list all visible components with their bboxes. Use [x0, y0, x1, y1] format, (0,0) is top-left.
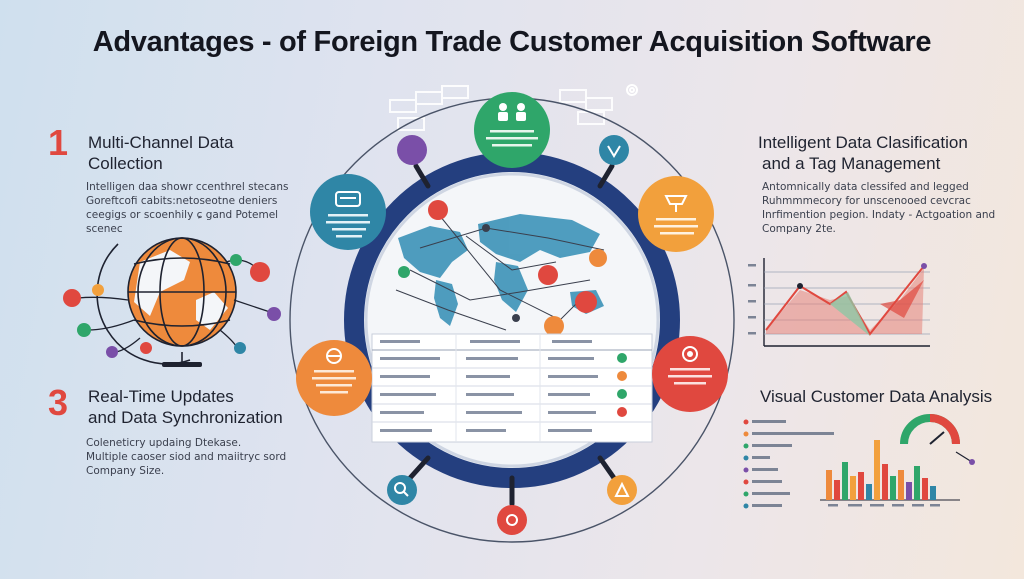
database-icon — [335, 191, 361, 207]
node-top-green — [474, 92, 550, 168]
search-icon — [387, 475, 417, 505]
people-icon — [498, 103, 526, 121]
node-left-teal — [310, 174, 386, 250]
area-chart-illustration — [748, 258, 930, 347]
section-1-number: 1 — [48, 122, 69, 163]
section-1-title-line2: Collection — [88, 154, 163, 173]
chart-icon — [682, 346, 698, 362]
section-3-title-line2: and Data Synchronization — [88, 408, 283, 427]
section-3-body-line: Multiple caoser siod and maiitryc sord — [86, 451, 287, 463]
section-2-body-line: Company 2te. — [762, 223, 836, 235]
globe-icon — [326, 348, 342, 364]
section-3-title: Real-Time Updates and Data Synchronizati… — [88, 386, 283, 428]
section-1-body-line: Goreftcofi cabits:netoseotne deniers — [86, 195, 278, 207]
section-1-body-line: ceegigs or scoenhily ɕ gand Potemel — [86, 209, 279, 221]
section-2-body-line: Ruhmmmecory for unscenooed cevcrac — [762, 195, 971, 207]
node-small-red-bottom — [497, 505, 527, 535]
section-1-body: Intelligen daa showr ccenthrel stecans G… — [86, 180, 296, 236]
node-right-orange — [638, 176, 714, 252]
section-2-body-line: Antomnically data clessifed and legged — [762, 181, 969, 193]
section-2-title-line2: and a Tag Management — [762, 154, 941, 173]
section-3-number: 3 — [48, 382, 69, 423]
section-4-title: Visual Customer Data Analysis — [760, 387, 993, 406]
gear-icon — [626, 84, 638, 96]
section-1-title-line1: Multi-Channel Data — [88, 133, 234, 152]
tag-icon — [664, 195, 688, 212]
map-nodes — [398, 200, 607, 336]
alert-icon — [607, 475, 637, 505]
section-2-body: Antomnically data clessifed and legged R… — [762, 180, 1002, 236]
legend-list — [743, 419, 834, 509]
section-3-body-line: Coleneticry updaing Dtekase. — [86, 437, 242, 449]
node-left-orange — [296, 340, 372, 416]
node-small-teal — [599, 135, 629, 165]
node-small-purple — [397, 135, 427, 165]
connector-spokes — [407, 163, 617, 507]
section-3-body: Coleneticry updaing Dtekase. Multiple ca… — [86, 436, 306, 478]
data-table — [371, 333, 653, 443]
section-1-title: Multi-Channel Data Collection — [88, 132, 234, 174]
globe-illustration — [63, 237, 281, 367]
section-2-body-line: Inrfimention pegion. Indaty - Actgoation… — [762, 209, 996, 221]
section-3-body-line: Company Size. — [86, 465, 165, 477]
node-right-red — [652, 336, 728, 412]
section-3-title-line1: Real-Time Updates — [88, 387, 234, 406]
section-1-body-line: scenec — [86, 223, 123, 235]
section-2-title-line1: Intelligent Data Clasification — [758, 133, 968, 152]
network-lines — [395, 215, 605, 331]
section-1-body-line: Intelligen daa showr ccenthrel stecans — [86, 181, 289, 193]
page-title: Advantages - of Foreign Trade Customer A… — [92, 26, 932, 58]
bar-chart-illustration — [820, 414, 975, 507]
section-2-title: Intelligent Data Clasification and a Tag… — [758, 132, 968, 174]
gauge-icon — [900, 414, 975, 465]
